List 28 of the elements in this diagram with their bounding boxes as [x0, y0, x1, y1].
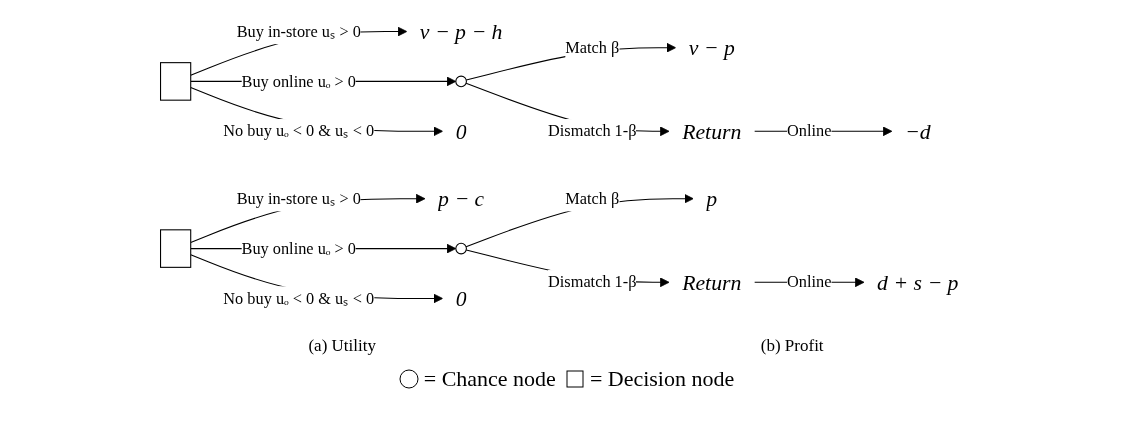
node-circle	[455, 75, 467, 88]
subfigure-caption: (b) Profit	[760, 336, 824, 356]
edge-label: Online	[787, 273, 832, 291]
edge-label: Buy in-store uₛ > 0	[236, 189, 361, 208]
node-text: Return	[682, 270, 742, 295]
node-text: 0	[455, 286, 467, 311]
edge-label: No buy uₒ < 0 & uₛ < 0	[223, 289, 375, 307]
node-circle	[455, 242, 467, 255]
edge-label: Match β	[565, 189, 620, 208]
edge-label: Dismatch 1-β	[548, 273, 637, 291]
legend-text: = Chance node	[423, 366, 556, 392]
node-text: Return	[682, 119, 742, 144]
legend-text: = Decision node	[589, 366, 735, 392]
node-text: v − p − h	[419, 19, 503, 44]
edge-label: Online	[787, 122, 832, 140]
edge-label: Dismatch 1-β	[548, 122, 637, 140]
subfigure-caption: (a) Utility	[308, 336, 376, 356]
node-box	[160, 62, 192, 101]
node-text: 0	[455, 119, 467, 144]
edge-label: Buy in-store uₛ > 0	[236, 22, 361, 40]
node-text: −d	[904, 119, 931, 144]
edge-label: No buy uₒ < 0 & uₛ < 0	[223, 122, 375, 140]
node-box	[160, 229, 192, 268]
edge-label: Buy online uₒ > 0	[241, 72, 356, 90]
edge-label: Buy online uₒ > 0	[241, 239, 356, 258]
node-text: v − p	[688, 35, 735, 60]
edge-label: Match β	[565, 38, 620, 57]
node-text: d + s − p	[877, 270, 959, 295]
